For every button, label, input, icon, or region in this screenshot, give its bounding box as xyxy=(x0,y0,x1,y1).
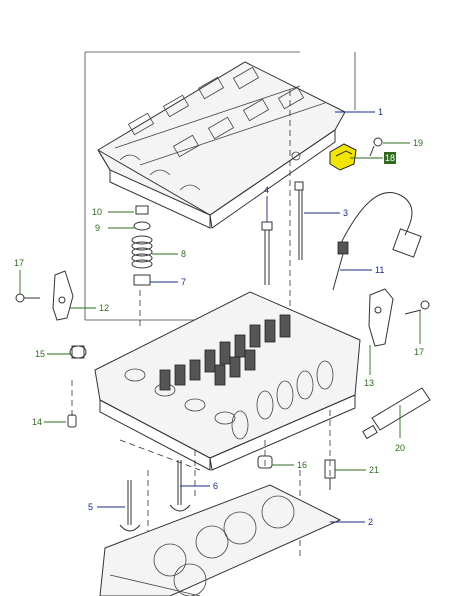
valve-6 xyxy=(169,460,191,512)
sealant-tube xyxy=(362,387,431,440)
callout-1: 1 xyxy=(378,107,383,117)
callout-20: 20 xyxy=(395,443,405,453)
callout-21: 21 xyxy=(369,465,379,475)
bracket-12 xyxy=(15,270,74,321)
valve-5 xyxy=(119,480,141,532)
bolt-17-right xyxy=(404,300,430,315)
callout-15: 15 xyxy=(35,349,45,359)
callout-4: 4 xyxy=(264,185,269,195)
plug-15 xyxy=(69,345,87,359)
leader-lines xyxy=(19,111,421,523)
callout-5: 5 xyxy=(88,502,93,512)
cylinder-head xyxy=(94,291,361,471)
callout-19: 19 xyxy=(413,138,423,148)
callout-17-left: 17 xyxy=(14,258,24,268)
bolt-19 xyxy=(369,137,383,157)
callout-16: 16 xyxy=(297,460,307,470)
callout-11: 11 xyxy=(375,265,384,275)
plug-16 xyxy=(257,455,273,469)
bolt-3 xyxy=(294,181,304,260)
callout-7: 7 xyxy=(181,277,186,287)
callout-2: 2 xyxy=(368,517,373,527)
callout-18: 18 xyxy=(385,153,395,163)
plug-14 xyxy=(67,414,77,428)
callout-14: 14 xyxy=(32,417,42,427)
head-gasket xyxy=(99,484,342,596)
sensor-21 xyxy=(324,459,336,490)
camshaft-carrier xyxy=(97,61,346,229)
glow-plug-sensor xyxy=(332,192,422,291)
valve-spring-stack xyxy=(131,205,153,286)
callout-3: 3 xyxy=(343,208,348,218)
callout-18-box xyxy=(384,152,396,164)
bracket-13 xyxy=(368,288,394,347)
bolt-4 xyxy=(261,221,273,285)
callout-10: 10 xyxy=(92,207,102,217)
callout-6: 6 xyxy=(213,481,218,491)
sensor-bracket-part xyxy=(329,143,357,171)
callout-labels: 1 2 3 4 5 6 7 8 9 10 11 12 13 14 15 16 1… xyxy=(14,107,424,527)
callout-8: 8 xyxy=(181,249,186,259)
callout-13: 13 xyxy=(364,378,374,388)
callout-12: 12 xyxy=(99,303,109,313)
callout-9: 9 xyxy=(95,223,100,233)
frame-lines xyxy=(71,51,356,560)
callout-17-right: 17 xyxy=(414,347,424,357)
